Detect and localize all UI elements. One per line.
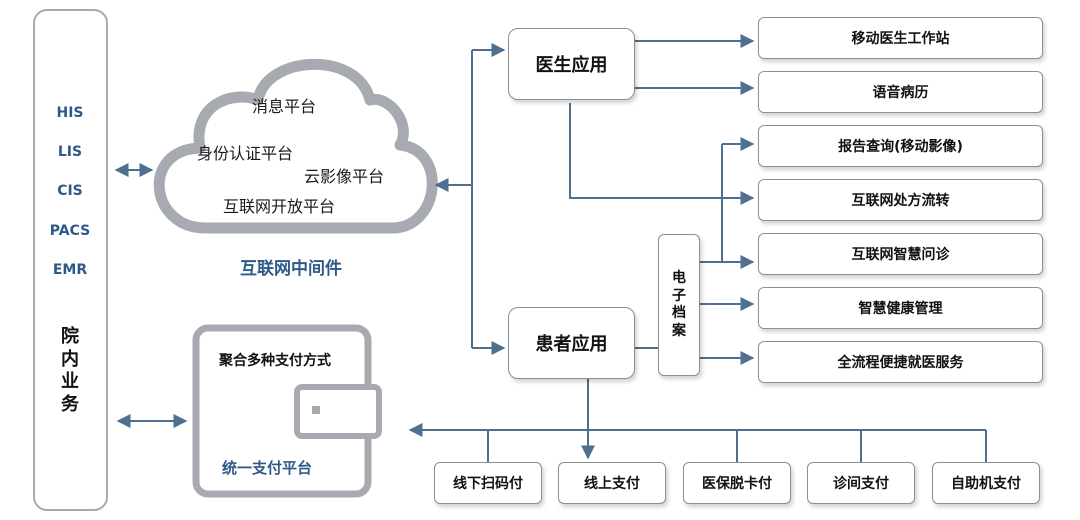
- internal-business-label: 院 内 业 务: [61, 326, 79, 415]
- doctor-prescription-arrow: [569, 103, 755, 205]
- payment-clinic: 诊间支付: [807, 462, 915, 504]
- payment-online: 线上支付: [558, 462, 666, 504]
- service-smart-consult: 互联网智慧问诊: [758, 233, 1043, 275]
- system-pacs: PACS: [49, 223, 91, 239]
- system-cis: CIS: [57, 183, 83, 199]
- service-voice-record: 语音病历: [758, 71, 1043, 113]
- cloud-platform-open: 互联网开放平台: [223, 197, 336, 216]
- service-report-query: 报告查询(移动影像): [758, 125, 1043, 167]
- service-prescription: 互联网处方流转: [758, 179, 1043, 221]
- cloud-caption: 互联网中间件: [240, 259, 342, 279]
- patient-app-box: 患者应用: [508, 307, 635, 379]
- doctor-app-box: 医生应用: [508, 28, 635, 100]
- payment-offline-scan: 线下扫码付: [434, 462, 542, 504]
- service-health-management: 智慧健康管理: [758, 287, 1043, 329]
- wallet-card-icon: [294, 384, 382, 439]
- cloud-shape: [153, 58, 438, 234]
- ehr-box: 电 子 档 案: [658, 234, 700, 376]
- payment-caption: 统一支付平台: [222, 459, 313, 477]
- payment-title: 聚合多种支付方式: [219, 353, 331, 369]
- system-lis: LIS: [57, 144, 83, 160]
- service-full-process: 全流程便捷就医服务: [758, 341, 1043, 383]
- cloud-platform-message: 消息平台: [252, 97, 317, 116]
- cloud-platform-imaging: 云影像平台: [304, 167, 385, 186]
- payment-medicare-card: 医保脱卡付: [683, 462, 791, 504]
- wallet-button-icon: [312, 406, 320, 414]
- system-emr: EMR: [52, 262, 88, 278]
- system-his: HIS: [56, 105, 84, 121]
- systems-panel-frame: [33, 9, 108, 511]
- cloud-platform-identity: 身份认证平台: [197, 144, 294, 163]
- payment-kiosk: 自助机支付: [932, 462, 1040, 504]
- service-mobile-workstation: 移动医生工作站: [758, 17, 1043, 59]
